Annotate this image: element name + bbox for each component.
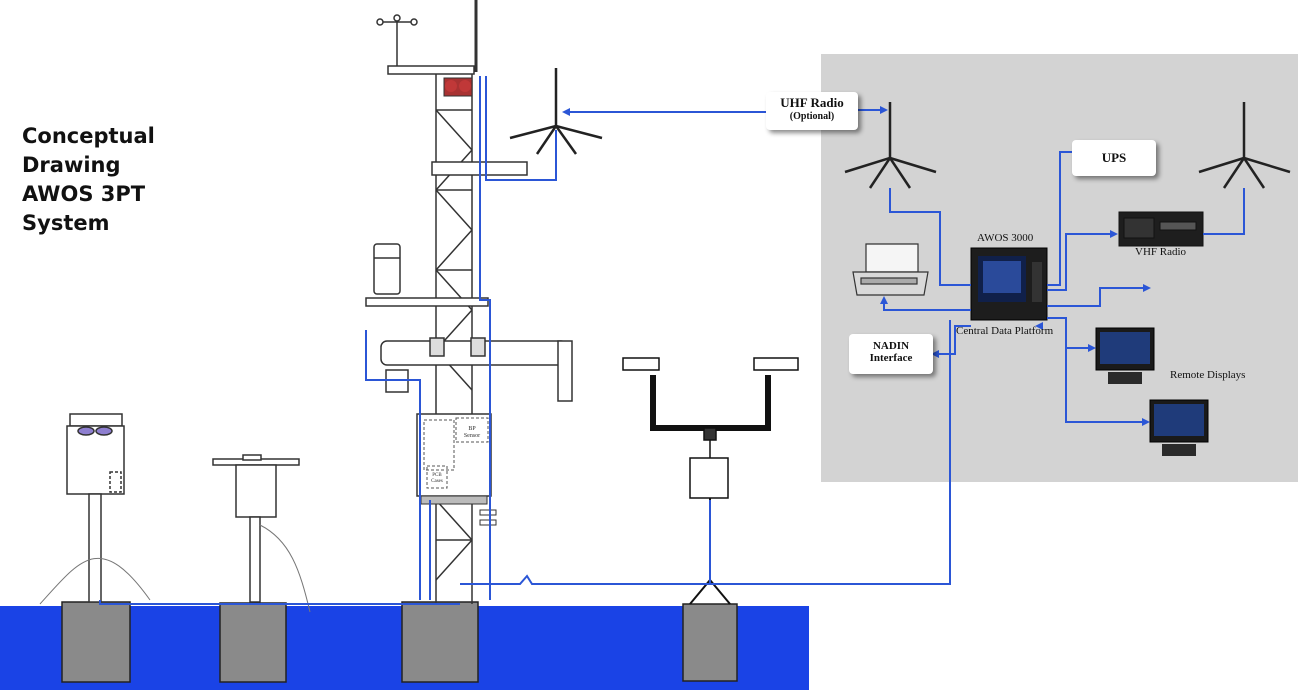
tower-side-brackets xyxy=(479,509,497,526)
ground-cables xyxy=(39,524,311,613)
title-line-2: Drawing xyxy=(22,153,121,177)
uhf-radio-callout: UHF Radio (Optional) xyxy=(766,92,858,130)
sensor-shelf xyxy=(365,297,489,307)
vhf-antenna xyxy=(1198,102,1291,189)
nadin-label-line1: NADIN xyxy=(872,340,910,352)
diagram-title: Conceptual Drawing AWOS 3PT System xyxy=(22,122,155,238)
ups-callout: UPS xyxy=(1072,140,1156,176)
nadin-label-line2: Interface xyxy=(869,352,913,364)
remote-display-2 xyxy=(1149,399,1209,456)
remote-display-1 xyxy=(1095,327,1155,384)
tower-electronics-enclosure xyxy=(416,413,492,505)
awos-3000-label: AWOS 3000 xyxy=(977,232,1034,244)
ptp-sensor-station xyxy=(66,413,125,603)
pcb-label-line2: Cases xyxy=(431,479,443,484)
nadin-callout: NADIN Interface xyxy=(849,334,933,374)
bp-sensor-label-line1: BP xyxy=(468,426,476,432)
visibility-sensor-station xyxy=(622,357,799,605)
ups-label: UPS xyxy=(1101,150,1127,165)
obstruction-lights xyxy=(443,77,473,97)
vhf-radio-unit xyxy=(1118,211,1204,247)
uhf-radio-label: UHF Radio xyxy=(780,95,844,110)
central-data-platform-label: Central Data Platform xyxy=(956,325,1054,337)
wind-sensor xyxy=(376,14,475,75)
uhf-antenna-tower xyxy=(509,68,603,155)
visibility-pipe xyxy=(380,337,573,402)
printer xyxy=(852,243,929,296)
uhf-optional-label: (Optional) xyxy=(789,111,835,122)
signal-lines xyxy=(99,76,1245,605)
precipitation-sensor xyxy=(373,243,401,295)
remote-displays-label: Remote Displays xyxy=(1170,369,1246,381)
vhf-radio-label: VHF Radio xyxy=(1135,246,1187,258)
temperature-sensor-station xyxy=(212,454,300,603)
uhf-antenna-panel xyxy=(844,102,937,189)
signal-arrows xyxy=(562,106,1151,426)
pcb-label-line1: PCB xyxy=(432,473,442,478)
title-line-3: AWOS 3PT xyxy=(22,182,146,206)
title-line-4: System xyxy=(22,211,110,235)
title-line-1: Conceptual xyxy=(22,124,155,148)
concrete-footings xyxy=(61,601,738,683)
awos-3000-unit xyxy=(970,247,1048,321)
bp-sensor-label-line2: Sensor xyxy=(464,433,480,439)
